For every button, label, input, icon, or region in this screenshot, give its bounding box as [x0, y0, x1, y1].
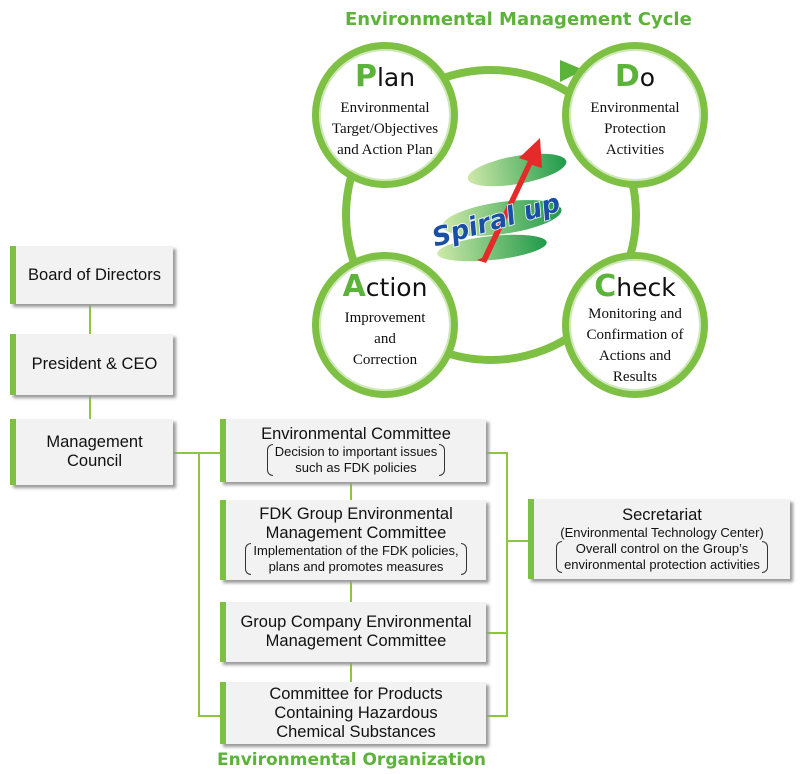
board-of-directors-box: Board of Directors — [10, 246, 173, 304]
connector-president-council — [89, 395, 91, 419]
environmental-committee-sub: Decision to important issues such as FDK… — [266, 444, 446, 476]
connector-right-vertical — [506, 452, 508, 717]
swirl-1 — [467, 153, 567, 187]
connector-to-products — [198, 715, 220, 717]
cycle-title: Environmental Management Cycle — [345, 9, 692, 30]
president-ceo-box: President & CEO — [10, 334, 173, 395]
connector-group-right — [486, 632, 508, 634]
connector-group-products — [350, 662, 352, 682]
fdk-group-committee-sub: Implementation of the FDK policies, plan… — [245, 543, 467, 575]
cycle-arrow-head — [560, 60, 584, 82]
connector-secretariat — [506, 540, 528, 542]
connector-products-right — [486, 715, 508, 717]
org-title: Environmental Organization — [217, 750, 486, 770]
connector-env-fdk — [350, 482, 352, 500]
management-council-box: Management Council — [10, 419, 173, 485]
secretariat-sub: Overall control on the Group’s environme… — [556, 540, 768, 573]
plan-heading: Plan — [354, 59, 416, 94]
secretariat-sub-head: (Environmental Technology Center) — [560, 524, 764, 540]
connector-left-vertical — [198, 452, 200, 717]
connector-fdk-group — [350, 580, 352, 602]
check-heading: Check — [594, 269, 676, 304]
environmental-committee-box: Environmental Committee Decision to impo… — [220, 419, 486, 482]
connector-council-branch — [172, 452, 220, 454]
products-committee-box: Committee for Products Containing Hazard… — [220, 682, 486, 744]
do-heading: Do — [614, 59, 656, 94]
connector-board-president — [89, 304, 91, 334]
action-heading: Action — [342, 269, 428, 304]
cycle-ring-circle — [342, 66, 640, 364]
spiral-up-graphic: Spiral up — [428, 138, 567, 263]
secretariat-box: Secretariat (Environmental Technology Ce… — [528, 499, 790, 579]
connector-env-right — [486, 452, 508, 454]
group-company-committee-box: Group Company Environmental Management C… — [220, 602, 486, 662]
cycle-ring — [342, 60, 640, 364]
red-arrow — [477, 138, 542, 263]
fdk-group-committee-box: FDK Group Environmental Management Commi… — [220, 500, 486, 580]
